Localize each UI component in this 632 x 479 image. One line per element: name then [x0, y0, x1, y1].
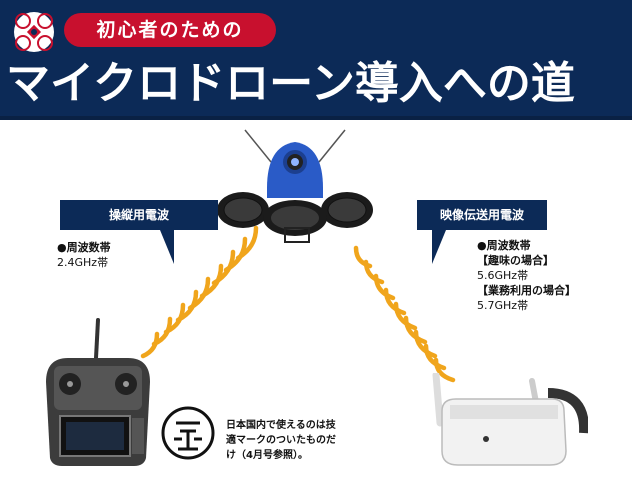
- drone-logo-icon: [14, 12, 54, 52]
- compliance-note: 日本国内で使えるのは技 適マークのついたものだ け（4月号参照）。: [226, 418, 346, 463]
- video-hobby-heading: 【趣味の場合】: [477, 254, 554, 267]
- wave-right-1: [353, 245, 373, 269]
- video-band-heading: ●周波数帯: [477, 239, 531, 252]
- micro-drone-image: [217, 129, 373, 243]
- control-band-value: 2.4GHz帯: [57, 256, 109, 269]
- wave-right-3: [373, 273, 396, 301]
- wave-right-7: [413, 329, 438, 359]
- header-stripe: [0, 116, 632, 120]
- video-business-value: 5.7GHz帯: [477, 299, 529, 312]
- wave-left-2: [151, 316, 173, 347]
- control-label-pointer: [160, 230, 174, 264]
- wave-left-4: [175, 289, 199, 323]
- video-business-heading: 【業務利用の場合】: [477, 284, 576, 297]
- subtitle: 初心者のための: [64, 13, 276, 47]
- video-band-info: ●周波数帯 【趣味の場合】 5.6GHz帯 【業務利用の場合】 5.7GHz帯: [477, 238, 576, 313]
- control-radio-label: 操縦用電波: [60, 200, 218, 230]
- video-label-pointer: [432, 230, 446, 264]
- transmitter-image: [46, 318, 150, 466]
- wave-right-8: [423, 343, 447, 371]
- video-hobby-value: 5.6GHz帯: [477, 269, 529, 282]
- fpv-goggles-image: [432, 373, 588, 466]
- wave-left-3: [163, 302, 186, 335]
- control-band-heading: ●周波数帯: [57, 241, 111, 254]
- wave-left-6: [199, 263, 224, 299]
- video-radio-label: 映像伝送用電波: [417, 200, 547, 230]
- wave-right-4: [383, 287, 407, 316]
- wave-right-2: [363, 259, 385, 285]
- page-title: マイクロドローン導入への道: [6, 58, 575, 109]
- wave-left-7: [211, 249, 236, 286]
- wave-left-5: [187, 276, 211, 311]
- wave-right-6: [403, 315, 428, 345]
- control-band-info: ●周波数帯 2.4GHz帯: [57, 240, 111, 270]
- note-line-1: 日本国内で使えるのは技: [226, 420, 336, 431]
- giteki-mark-icon: [161, 406, 215, 460]
- wave-right-5: [393, 301, 418, 331]
- note-line-2: 適マークのついたものだ: [226, 435, 336, 446]
- header-banner: 初心者のための マイクロドローン導入への道: [0, 0, 632, 120]
- note-line-3: け（4月号参照）。: [226, 450, 308, 461]
